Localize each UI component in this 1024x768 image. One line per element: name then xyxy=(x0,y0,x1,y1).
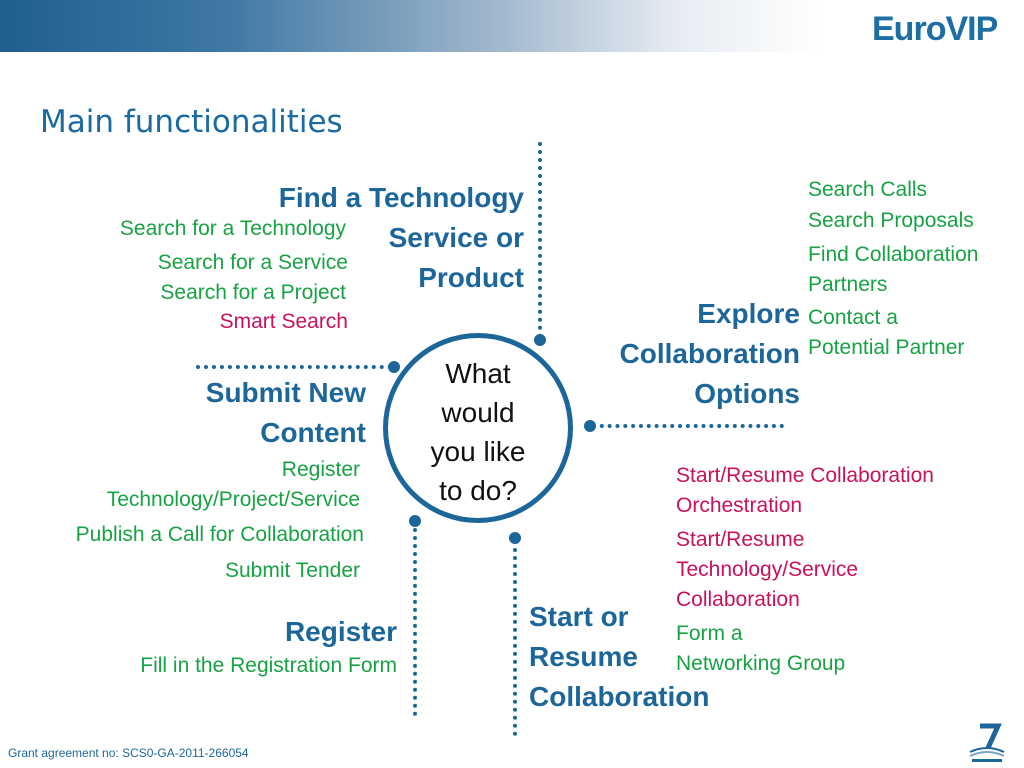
explore-item-contact-partner[interactable]: Contact a Potential Partner xyxy=(808,303,964,363)
page-title: Main functionalities xyxy=(40,104,343,140)
connector-bottom-right-dot xyxy=(509,532,521,544)
start-item-line: Technology/Service xyxy=(676,558,859,581)
connector-right-dot xyxy=(584,420,596,432)
start-item-line: Start/Resume Collaboration xyxy=(676,464,934,487)
start-item-line: Collaboration xyxy=(676,588,800,611)
center-question-line: What xyxy=(445,358,511,389)
start-item-line: Orchestration xyxy=(676,494,803,517)
explore-item-search-proposals[interactable]: Search Proposals xyxy=(808,209,974,232)
submit-item-register-technology[interactable]: Register Technology/Project/Service xyxy=(20,455,360,515)
start-item-line: Start/Resume xyxy=(676,528,805,551)
start-item-technology-collaboration[interactable]: Start/Resume Technology/Service Collabor… xyxy=(676,525,858,615)
explore-item-line: Find Collaboration xyxy=(808,243,979,266)
connector-right xyxy=(592,424,784,428)
find-item-smart-search[interactable]: Smart Search xyxy=(219,310,348,333)
connector-top xyxy=(538,142,542,338)
find-heading-line: Find a Technology xyxy=(278,182,524,213)
start-heading-line: Start or xyxy=(529,601,629,632)
connector-bottom-left xyxy=(413,520,417,716)
explore-item-line: Partners xyxy=(808,273,888,296)
start-item-networking-group[interactable]: Form a Networking Group xyxy=(676,619,845,679)
find-heading-line: Service or xyxy=(388,222,524,253)
grant-footer: Grant agreement no: SCS0-GA-2011-266054 xyxy=(8,746,249,760)
find-item-service[interactable]: Search for a Service xyxy=(157,251,348,274)
explore-item-find-partners[interactable]: Find Collaboration Partners xyxy=(808,240,978,300)
find-heading: Find a Technology Service or Product xyxy=(200,178,524,298)
explore-heading-line: Collaboration xyxy=(619,338,800,369)
register-heading: Register xyxy=(284,616,397,647)
submit-heading-line: Content xyxy=(260,417,366,448)
fp7-emblem-icon xyxy=(969,723,1005,762)
explore-heading-line: Explore xyxy=(697,298,800,329)
connector-bottom-left-dot xyxy=(409,515,421,527)
connector-top-dot xyxy=(534,334,546,346)
register-item-form[interactable]: Fill in the Registration Form xyxy=(140,654,397,677)
submit-item-submit-tender[interactable]: Submit Tender xyxy=(224,559,360,582)
center-question-line: you like xyxy=(430,436,526,467)
explore-item-search-calls[interactable]: Search Calls xyxy=(808,178,928,201)
start-heading-line: Resume xyxy=(529,641,638,672)
submit-item-line: Technology/Project/Service xyxy=(106,488,360,511)
center-question-line: would xyxy=(441,397,515,428)
connector-left-dot xyxy=(388,361,400,373)
explore-item-line: Contact a xyxy=(808,306,898,329)
start-heading-line: Collaboration xyxy=(529,681,710,712)
eurovip-logo: EuroVIP xyxy=(872,10,998,48)
start-item-line: Form a xyxy=(676,622,743,645)
start-heading: Start or Resume Collaboration xyxy=(529,597,769,717)
submit-heading-line: Submit New xyxy=(205,377,366,408)
explore-heading: Explore Collaboration Options xyxy=(560,294,800,414)
center-circle xyxy=(383,333,573,523)
find-heading-line: Product xyxy=(418,262,524,293)
connector-left xyxy=(196,365,392,369)
submit-heading: Submit New Content xyxy=(120,373,366,453)
submit-item-publish-call[interactable]: Publish a Call for Collaboration xyxy=(75,523,364,546)
center-question-line: to do? xyxy=(439,475,517,506)
header-gradient-bar xyxy=(0,0,1024,52)
start-item-line: Networking Group xyxy=(676,652,846,675)
connector-bottom-right xyxy=(513,540,517,736)
submit-item-line: Register xyxy=(281,458,360,481)
center-question: What would you like to do? xyxy=(393,354,563,510)
find-item-project[interactable]: Search for a Project xyxy=(160,281,346,304)
explore-item-line: Potential Partner xyxy=(808,336,965,359)
start-item-orchestration[interactable]: Start/Resume Collaboration Orchestration xyxy=(676,461,934,521)
find-item-technology[interactable]: Search for a Technology xyxy=(119,217,346,240)
explore-heading-line: Options xyxy=(694,378,800,409)
